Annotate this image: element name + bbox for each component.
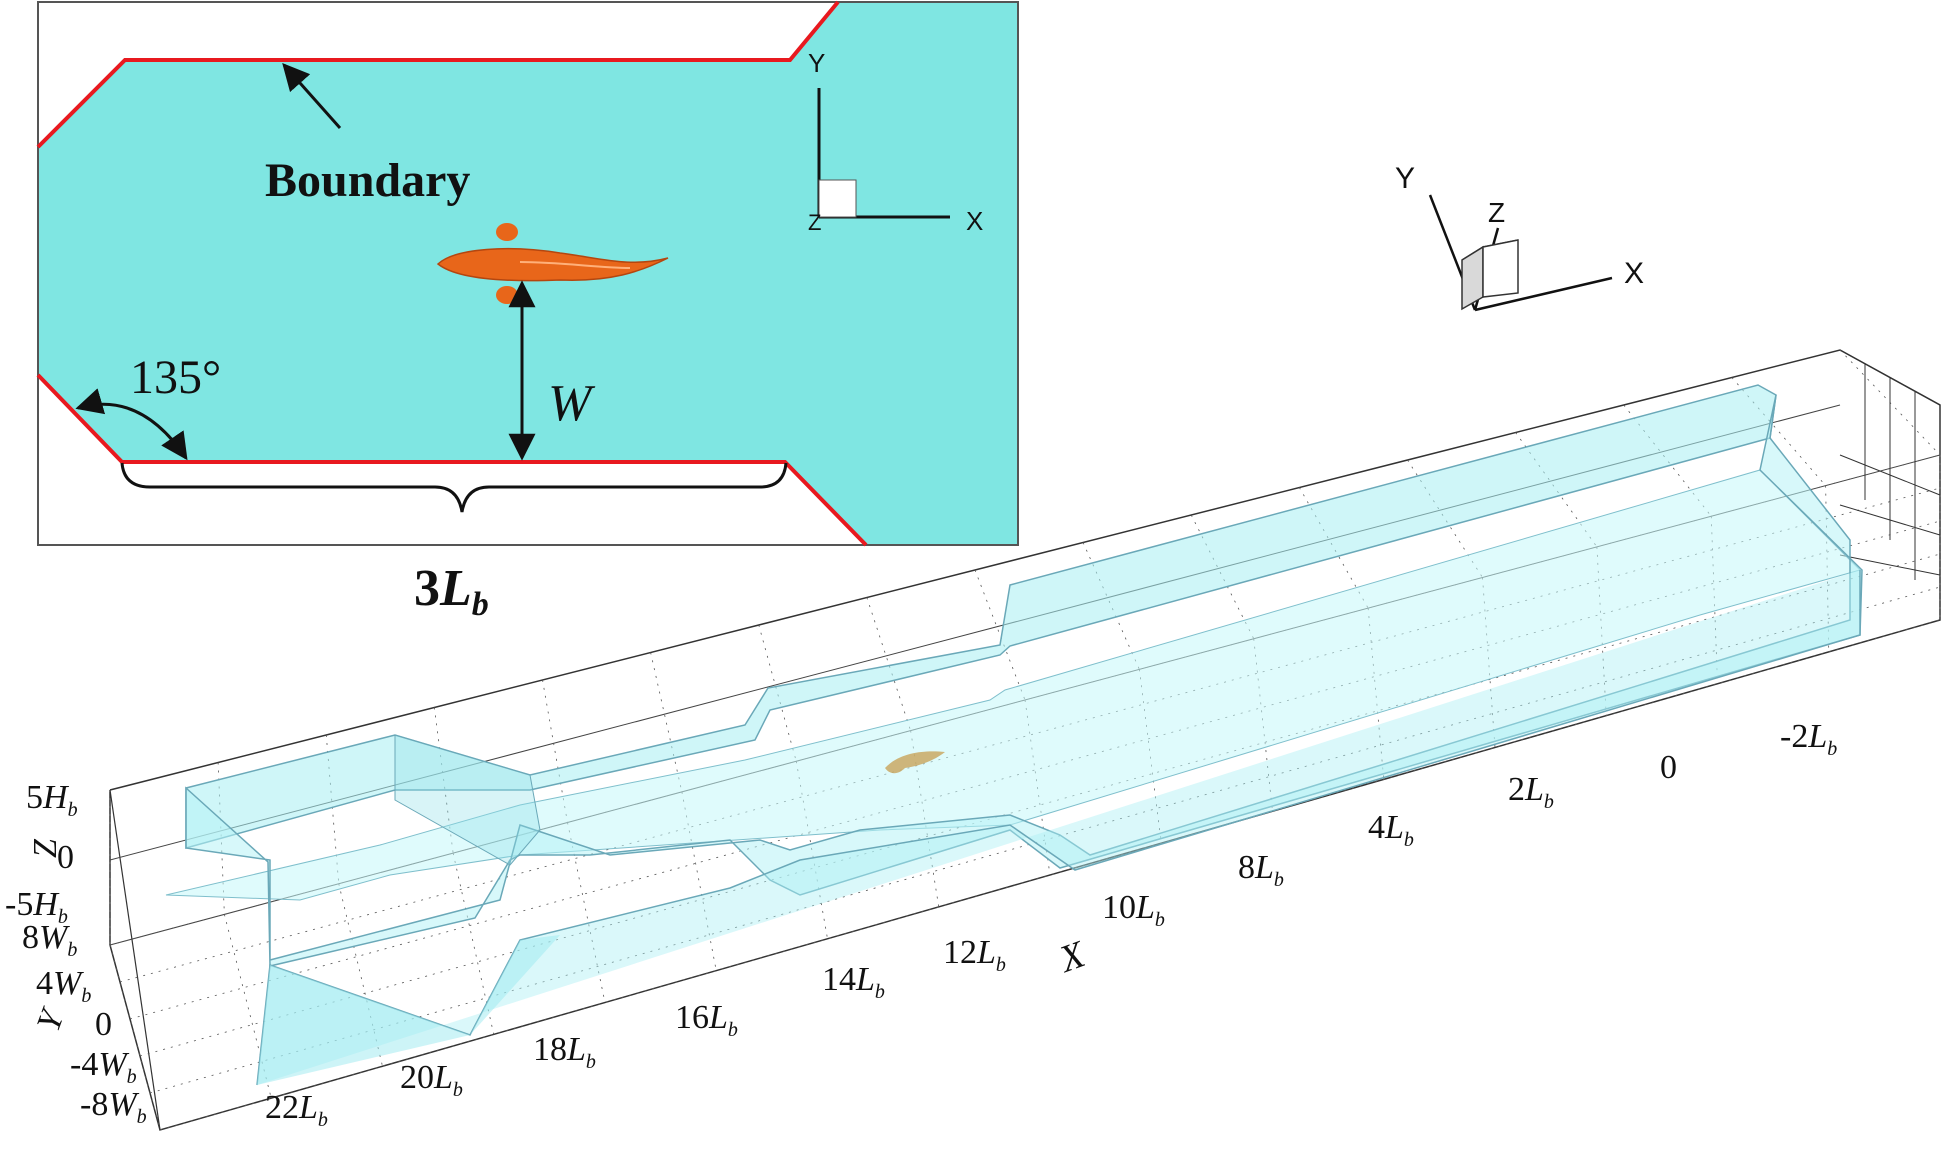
triad-y-label: Y — [1395, 162, 1415, 195]
x-tick-label: 18Lb — [533, 1031, 596, 1073]
x-tick-label: 16Lb — [675, 999, 738, 1041]
channel-upper-section — [394, 734, 541, 866]
channel-3d — [165, 384, 1863, 1086]
y-tick-label: -8Wb — [80, 1086, 147, 1128]
axis-triad-3d: Y Z X — [1395, 162, 1644, 312]
grid-edge-right — [1839, 349, 1941, 406]
y-tick-label: -4Wb — [70, 1046, 137, 1088]
x-tick-label: 4Lb — [1368, 809, 1414, 851]
grid-line — [1839, 554, 1941, 576]
x-tick-label: 14Lb — [822, 961, 885, 1003]
angle-label: 135° — [130, 351, 221, 404]
grid-line — [1839, 504, 1941, 536]
angle-arc — [75, 388, 188, 461]
inset-axis-triad: Y X Z — [808, 48, 983, 236]
fish-model-3d — [885, 751, 945, 774]
inset-axis-z-label: Z — [808, 210, 821, 235]
channel-lower-section — [257, 935, 560, 1085]
fish-fin-top — [496, 223, 518, 241]
grid-line — [1253, 638, 1273, 812]
channel-front-wall — [185, 394, 1863, 967]
y-tick-label: 8Wb — [22, 919, 77, 961]
grid-line — [1138, 669, 1162, 844]
grid-line — [567, 822, 606, 1003]
inset-lower-wall-region — [38, 375, 866, 545]
fish-body — [436, 247, 669, 282]
upper-boundary-line — [36, 0, 840, 149]
length-label-sub: b — [472, 586, 489, 623]
z-tick-label: 0 — [57, 839, 74, 876]
x-axis-title: X — [1052, 933, 1092, 982]
y-axis-title: Y — [30, 1003, 72, 1036]
triad-z-label: Z — [1488, 197, 1505, 228]
x-axis-ticks: 22Lb 20Lb 18Lb 16Lb 14Lb 12Lb 10Lb 8Lb 4Lb 2Lb 0 -2… — [265, 718, 1837, 1131]
z-axis-title: Z — [27, 838, 64, 858]
grid-line — [129, 520, 1941, 1020]
x-tick-label: 0 — [1660, 749, 1677, 786]
grid-edge-left — [109, 789, 161, 1131]
y-tick-label: 0 — [95, 1006, 112, 1043]
grid-line — [650, 652, 683, 792]
x-tick-label: 22Lb — [265, 1089, 328, 1131]
boundary-arrow — [282, 62, 342, 129]
length-label-main: L — [439, 560, 472, 617]
z-axis-ticks: 5Hb 0 -5Hb — [5, 779, 78, 928]
inset-axis-y-label: Y — [808, 48, 825, 78]
y-tick-label: 4Wb — [36, 965, 91, 1007]
length-label: 3Lb — [414, 560, 489, 623]
inset-upper-wall-region — [38, 2, 838, 147]
boundary-label: Boundary — [265, 154, 470, 207]
length-brace — [120, 462, 788, 513]
x-tick-label: 10Lb — [1102, 889, 1165, 931]
x-tick-label: 12Lb — [943, 934, 1006, 976]
x-tick-label: -2Lb — [1780, 718, 1837, 760]
x-tick-label: 20Lb — [400, 1059, 463, 1101]
x-tick-label: 2Lb — [1508, 771, 1554, 813]
z-tick-label: 5Hb — [26, 779, 78, 821]
fish-fin-bottom — [496, 286, 518, 304]
x-tick-label: 8Lb — [1238, 849, 1284, 891]
z-tick-label: -5Hb — [5, 886, 68, 928]
length-label-num: 3 — [414, 560, 440, 617]
triad-x-label: X — [1624, 257, 1644, 290]
width-label: W — [548, 375, 596, 432]
inset-panel: Boundary W 135° Y X Z — [36, 0, 1019, 547]
inset-axis-x-label: X — [966, 206, 983, 236]
